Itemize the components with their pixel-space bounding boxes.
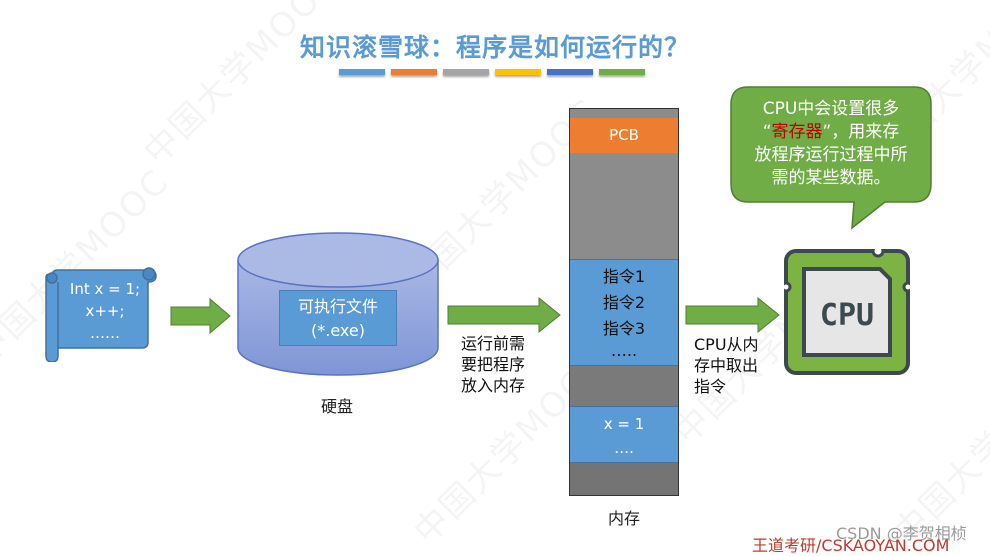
callout-text-part: ”，用来存	[822, 122, 900, 142]
color-bar	[443, 69, 489, 75]
label-line: 指令	[694, 377, 727, 396]
free-segment	[570, 366, 678, 406]
source-code: Int x = 1; x++; ……	[60, 278, 150, 344]
callout-line: CPU中会设置很多	[762, 99, 900, 119]
quote-mark: “	[762, 122, 772, 142]
callout-line: 需的某些数据。	[771, 168, 891, 188]
color-bar	[599, 69, 645, 75]
arrow-right-icon	[685, 297, 780, 333]
arrow-right-icon	[447, 297, 561, 333]
arrow-right-icon	[170, 298, 231, 334]
disk-caption: 硬盘	[320, 397, 353, 416]
color-bar-divider	[339, 69, 645, 75]
color-bar	[391, 69, 437, 75]
label-line: 放入内存	[461, 376, 526, 395]
color-bar	[547, 69, 593, 75]
instruction: 指令1	[602, 267, 646, 286]
instruction: 指令3	[602, 319, 646, 338]
csdn-watermark: CSDN @李贺相桢	[836, 524, 967, 543]
scroll-icon	[45, 267, 157, 362]
cpu-label: CPU	[820, 298, 874, 333]
callout-line: “寄存器”，用来存	[736, 121, 926, 144]
label-line: 运行前需	[461, 334, 526, 353]
register-highlight: 寄存器	[771, 122, 823, 142]
pcb-segment: PCB	[570, 118, 678, 153]
free-segment	[570, 463, 678, 495]
color-bar	[495, 69, 541, 75]
file-extension: (*.exe)	[311, 321, 365, 340]
fetch-instruction-label: CPU从内 存中取出 指令	[694, 334, 759, 397]
data-value: x = 1	[603, 415, 645, 433]
background-watermark: 中国大学MOOC	[131, 0, 349, 173]
color-bar	[339, 69, 385, 75]
instruction: …..	[610, 341, 638, 360]
cpu-chip-icon: CPU	[784, 249, 910, 375]
callout-line: 放程序运行过程中所	[754, 145, 908, 165]
label-line: 存中取出	[694, 356, 759, 375]
callout-text: CPU中会设置很多 “寄存器”，用来存 放程序运行过程中所 需的某些数据。	[736, 98, 926, 190]
code-line: Int x = 1;	[69, 280, 141, 298]
executable-file-box: 可执行文件 (*.exe)	[279, 290, 397, 346]
code-line: x++;	[85, 302, 125, 320]
speech-bubble	[730, 86, 932, 230]
code-line: ……	[90, 324, 120, 342]
data-segment: x = 1 ….	[570, 406, 678, 463]
memory-column: PCB 指令1 指令2 指令3 ….. x = 1 ….	[569, 108, 679, 496]
instruction-segment: 指令1 指令2 指令3 …..	[570, 259, 678, 366]
page-title: 知识滚雪球：程序是如何运行的？	[299, 33, 690, 62]
data-value: ….	[614, 439, 634, 457]
label-line: CPU从内	[694, 335, 759, 354]
load-to-memory-label: 运行前需 要把程序 放入内存	[461, 333, 525, 396]
instruction: 指令2	[602, 293, 646, 312]
brand-footer: 王道考研/CSKAOYAN.COM	[752, 536, 950, 555]
label-line: 要把程序	[461, 355, 526, 374]
memory-caption: 内存	[607, 509, 640, 528]
file-label: 可执行文件	[297, 297, 378, 316]
